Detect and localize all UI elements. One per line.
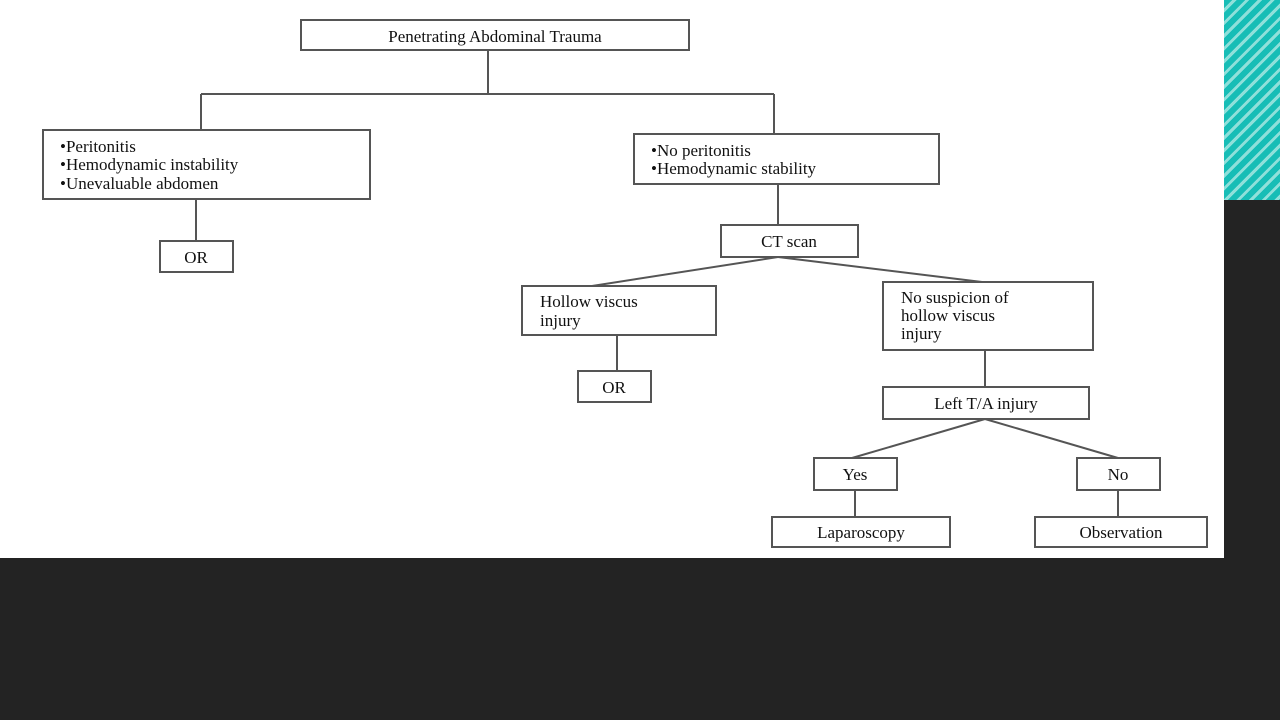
node-hollow-viscus-line-1: Hollow viscus	[540, 292, 638, 311]
decorative-accent-stripe	[1224, 0, 1280, 200]
node-no-label: No	[1108, 465, 1129, 484]
node-stable-line-1: •No peritonitis	[651, 141, 751, 160]
node-left-ta: Left T/A injury	[882, 386, 1090, 420]
node-stable-line-2: •Hemodynamic stability	[651, 159, 817, 178]
connector-ct-to-nosuspicion	[777, 256, 983, 283]
node-root: Penetrating Abdominal Trauma	[300, 19, 690, 51]
flowchart: Penetrating Abdominal Trauma •Peritoniti…	[42, 19, 1208, 548]
node-or-left: OR	[159, 240, 234, 273]
node-ct-scan: CT scan	[720, 224, 859, 258]
node-unstable-line-1: •Peritonitis	[60, 137, 136, 156]
node-no-suspicion-line-2: hollow viscus	[901, 306, 995, 325]
node-or-middle-label: OR	[602, 378, 626, 397]
connector-ct-to-hollow	[591, 256, 779, 287]
node-laparoscopy: Laparoscopy	[771, 516, 951, 548]
node-unstable-line-3: •Unevaluable abdomen	[60, 174, 219, 193]
node-hollow-viscus-line-2: injury	[540, 311, 581, 330]
node-laparoscopy-label: Laparoscopy	[817, 523, 905, 542]
connectors	[195, 50, 1119, 517]
node-stable: •No peritonitis •Hemodynamic stability	[633, 133, 940, 185]
node-observation: Observation	[1034, 516, 1208, 548]
node-no: No	[1076, 457, 1161, 491]
node-or-left-label: OR	[184, 248, 208, 267]
node-hollow-viscus: Hollow viscus injury	[521, 285, 717, 336]
connector-leftta-to-yes	[851, 418, 986, 459]
connector-leftta-to-no	[984, 418, 1119, 459]
node-ct-scan-label: CT scan	[761, 232, 817, 251]
node-yes-label: Yes	[843, 465, 868, 484]
node-unstable: •Peritonitis •Hemodynamic instability •U…	[42, 129, 371, 200]
node-unstable-line-2: •Hemodynamic instability	[60, 155, 239, 174]
node-no-suspicion-line-3: injury	[901, 324, 942, 343]
node-root-label: Penetrating Abdominal Trauma	[388, 27, 602, 46]
node-observation-label: Observation	[1079, 523, 1163, 542]
node-left-ta-label: Left T/A injury	[934, 394, 1038, 413]
node-no-suspicion: No suspicion of hollow viscus injury	[882, 281, 1094, 351]
node-or-middle: OR	[577, 370, 652, 403]
node-no-suspicion-line-1: No suspicion of	[901, 288, 1009, 307]
node-yes: Yes	[813, 457, 898, 491]
